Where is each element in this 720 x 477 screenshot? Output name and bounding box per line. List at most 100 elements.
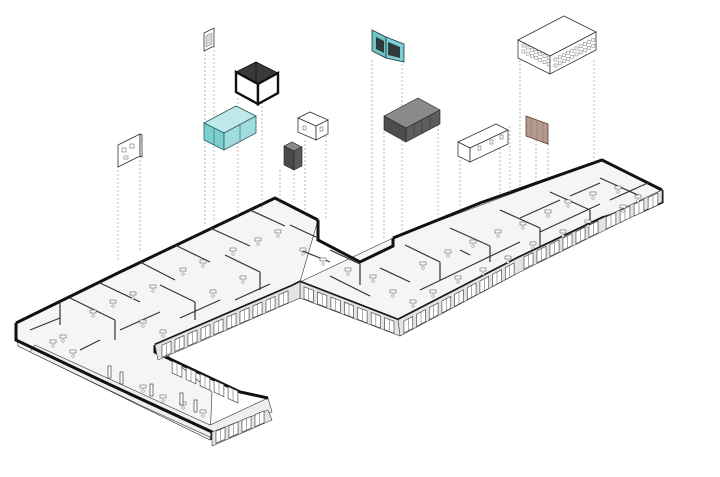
module-face [117, 133, 141, 168]
desk [59, 334, 67, 339]
module-detail [499, 134, 504, 140]
module-right [256, 70, 280, 107]
pattern-cell [525, 51, 530, 56]
pattern-cell [546, 56, 551, 60]
furniture [49, 185, 642, 418]
exploded-module-patterned-box [517, 15, 597, 75]
pattern-cell [525, 45, 530, 50]
exploded-module-teal-glass [203, 105, 257, 151]
pattern-cell [578, 44, 583, 49]
chair [566, 204, 570, 208]
entrance-leg-inner [153, 345, 269, 400]
exploded-module-wire-panel [117, 133, 143, 168]
column [193, 399, 198, 413]
chair [471, 244, 475, 248]
exploded-module-small-wire [297, 111, 329, 141]
pattern-cell [542, 60, 547, 64]
chair [446, 254, 450, 258]
chair [181, 272, 185, 276]
right-wing-back-wall [392, 158, 663, 240]
partition-wall [234, 283, 271, 301]
pattern-cell [570, 48, 575, 53]
desk [89, 309, 97, 314]
column [107, 365, 112, 379]
pattern-cell [530, 53, 534, 58]
chair [411, 304, 415, 308]
chair [521, 226, 525, 230]
module-side [139, 133, 143, 158]
partition-wall [404, 244, 441, 263]
chair [371, 279, 375, 283]
pattern-cell [557, 55, 562, 60]
entrance-slab [29, 344, 273, 439]
chair [111, 304, 115, 308]
partition-wall [609, 181, 651, 201]
desk [479, 267, 487, 272]
chair [561, 234, 565, 238]
wing-junction-wall [316, 220, 395, 264]
chair [591, 196, 595, 200]
partition-wall [379, 267, 411, 283]
chair [506, 260, 510, 264]
partition-wall [519, 199, 561, 219]
module-detail [489, 139, 494, 145]
module-right [405, 109, 441, 143]
pattern-cell [538, 58, 543, 62]
desk [159, 329, 167, 334]
module-detail [129, 143, 135, 149]
chair [201, 414, 205, 418]
desk [274, 229, 282, 234]
chair [421, 266, 425, 270]
desk [419, 261, 427, 266]
floor-plate [15, 159, 663, 441]
partition-wall [499, 209, 541, 229]
chair [621, 209, 625, 213]
chair [301, 252, 305, 256]
desk [589, 191, 597, 196]
pattern-cell [521, 49, 526, 54]
chair [201, 264, 205, 268]
exploded-module-dark-frame [234, 61, 280, 107]
module-detail [123, 155, 129, 160]
desk [159, 394, 167, 399]
desk [494, 229, 502, 234]
module-side [205, 32, 213, 48]
pattern-cell [538, 52, 543, 56]
partition-wall [569, 182, 601, 197]
desk [444, 249, 452, 254]
pattern-cell [566, 51, 570, 55]
partition-wall [329, 249, 361, 265]
pattern-cell [557, 61, 562, 66]
exploded-module-dark-cabinet [383, 97, 441, 143]
partition-wall [249, 209, 286, 227]
desk [129, 291, 137, 296]
chair [456, 280, 460, 284]
desk [559, 229, 567, 234]
exploded-module-brown-panel [525, 115, 549, 145]
chair [91, 314, 95, 318]
pattern-cell [562, 59, 566, 63]
desk [529, 241, 537, 246]
desk [199, 409, 207, 414]
desk [149, 284, 157, 289]
left-wing-floor [15, 197, 319, 441]
desk [614, 185, 622, 190]
desk [344, 267, 352, 272]
chair [431, 294, 435, 298]
chair [181, 406, 185, 410]
chair [71, 354, 75, 358]
column [119, 371, 124, 385]
module-screen [376, 37, 384, 53]
module-pattern [521, 37, 596, 68]
pattern-cell [574, 52, 579, 57]
partition-wall [459, 249, 471, 256]
pattern-cell [566, 57, 570, 61]
pattern-cell [570, 54, 575, 59]
pattern-cell [521, 43, 526, 48]
desk [369, 274, 377, 279]
chair [586, 224, 590, 228]
pattern-cell [534, 50, 538, 54]
module-detail [302, 125, 307, 131]
left-wing-back-wall [15, 196, 319, 325]
